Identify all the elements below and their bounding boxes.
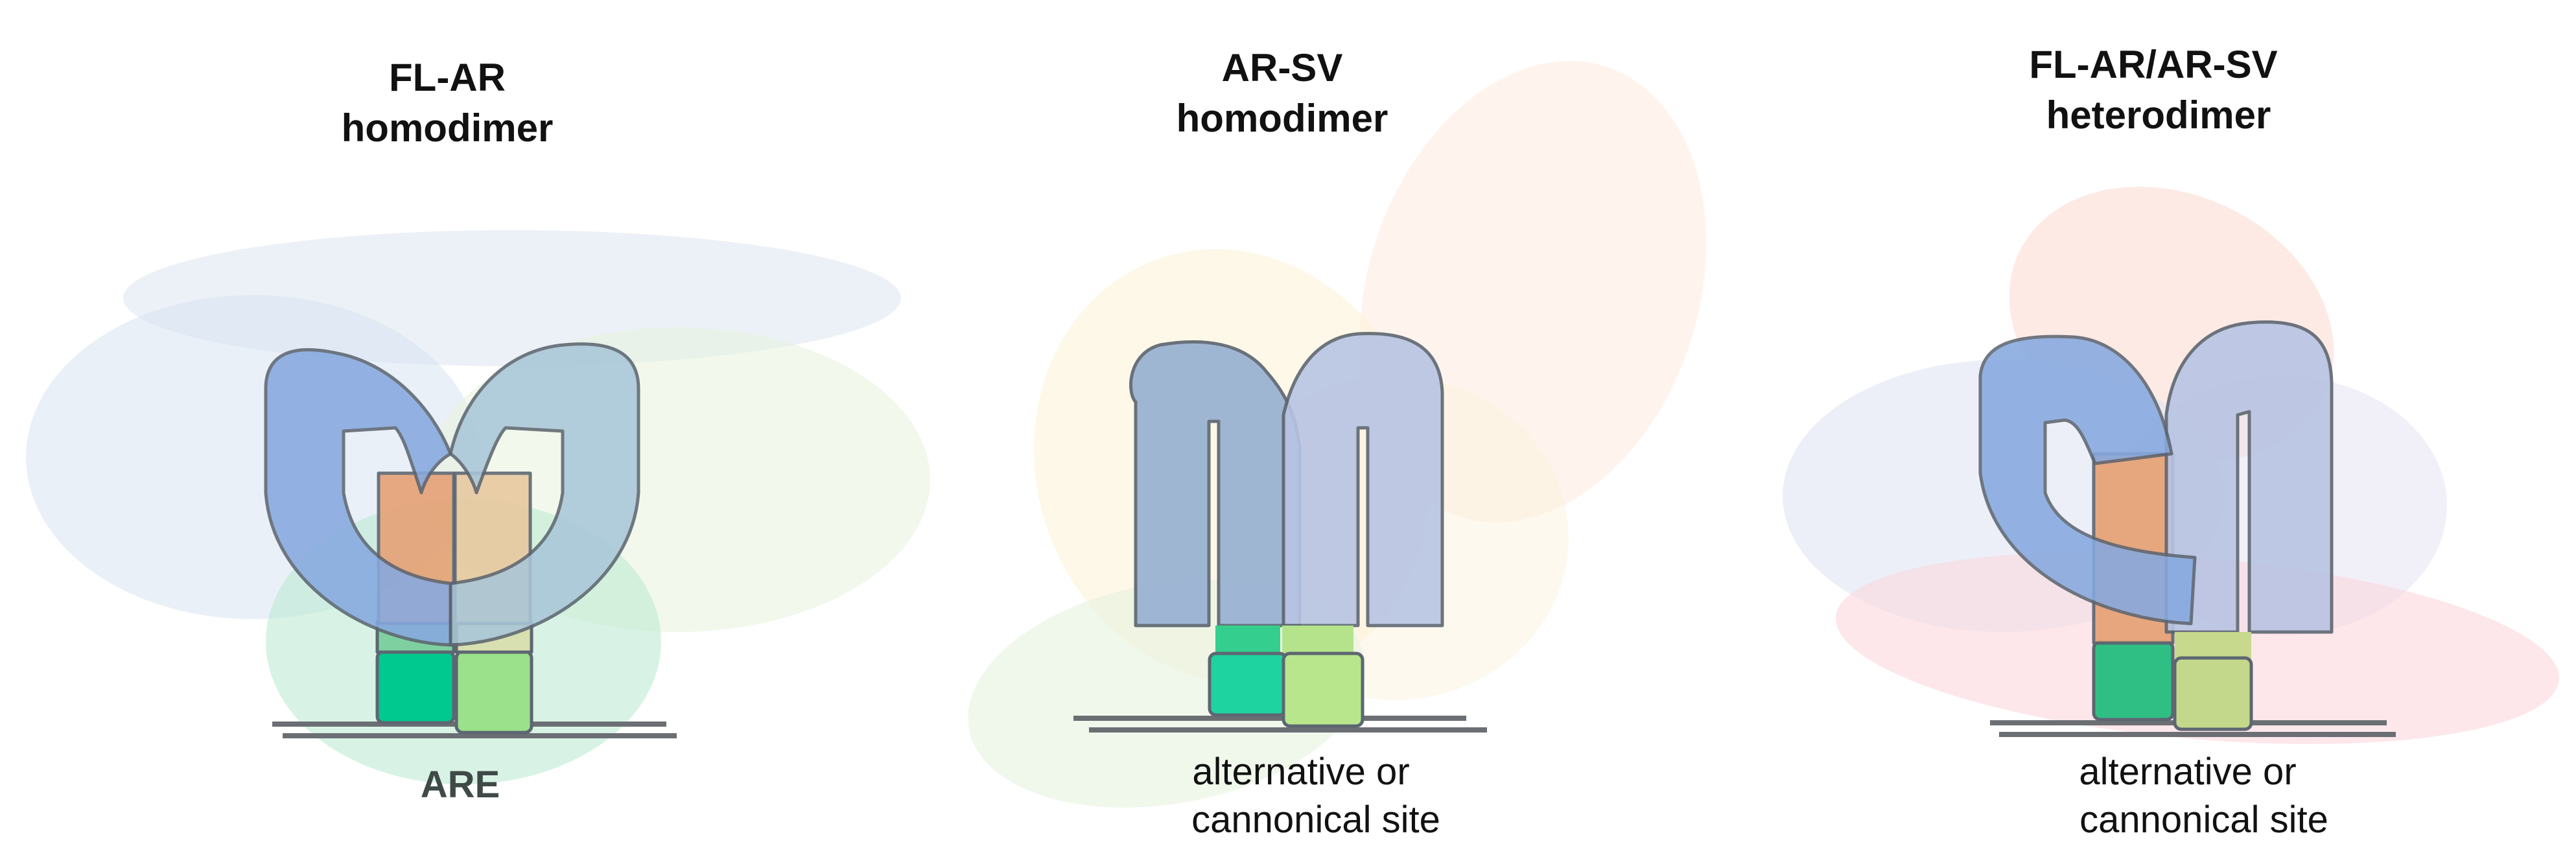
ar-sv-arch-right (2164, 320, 2334, 634)
site-label-line1: alternative or (2079, 751, 2296, 793)
haze-ellipse (1359, 61, 1707, 522)
dbd-right (1282, 651, 1364, 728)
dbd-left (2092, 640, 2175, 721)
dbd-right (2173, 656, 2253, 731)
dbd-upper-right (2175, 632, 2251, 659)
panel-title-line2: homodimer (342, 106, 554, 150)
panel-title-line2: homodimer (1177, 97, 1388, 140)
lbd-left (264, 348, 452, 647)
panel-title-line1: AR-SV (1222, 46, 1343, 89)
site-label-are: ARE (421, 764, 500, 806)
dbd-right (454, 650, 533, 734)
panel-heterodimer: FL-AR/AR-SV heterodimer alternative or c… (1783, 43, 2560, 841)
panel-title-line1: FL-AR/AR-SV (2029, 43, 2277, 86)
dbd-left (375, 650, 456, 725)
panel-title-line2: heterodimer (2046, 93, 2271, 137)
panel-ar-sv-homodimer: AR-SV homodimer alternative or cannonica… (968, 46, 1707, 841)
dbd-left (1208, 651, 1288, 717)
ar-sv-arch-right (1282, 331, 1444, 628)
panel-fl-ar-homodimer: FL-AR homodimer ARE (26, 56, 930, 806)
lbd-right (449, 342, 640, 647)
site-label-line1: alternative or (1192, 751, 1409, 793)
panel-title-line1: FL-AR (389, 56, 506, 99)
dbd-upper-right (1282, 626, 1353, 655)
lbd-left (1978, 334, 2197, 626)
site-label-line2: cannonical site (1191, 799, 1440, 841)
site-label-line2: cannonical site (2079, 799, 2328, 841)
dbd-upper-left (1215, 626, 1280, 655)
